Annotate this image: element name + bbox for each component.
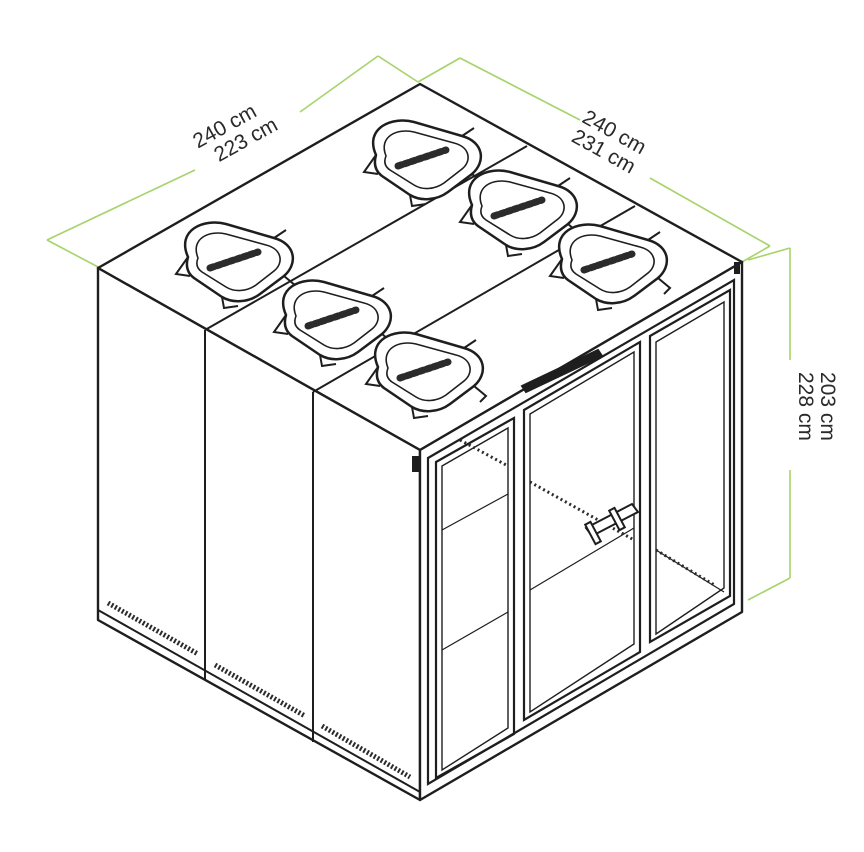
dimension-lines (46, 55, 791, 601)
booth-body (96, 82, 744, 802)
door-handle (583, 502, 640, 546)
interior-rails (459, 438, 717, 588)
bottom-vents (106, 600, 412, 780)
height-dimension-outer: 228 cm (794, 372, 817, 441)
glass-front (426, 278, 736, 786)
height-dimension-inner: 203 cm (816, 372, 839, 441)
door-closer (520, 348, 604, 394)
left-wall-seams (97, 330, 421, 793)
corner-caps (412, 262, 740, 472)
